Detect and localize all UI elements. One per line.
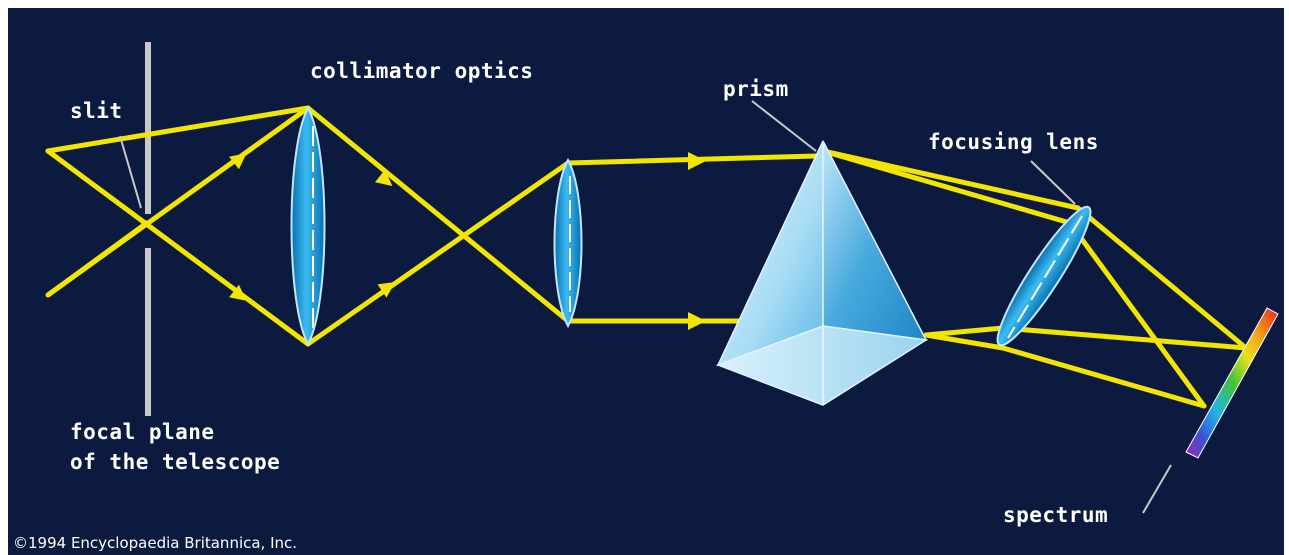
prism-label: prism bbox=[723, 77, 789, 101]
focal-plane-label-line1: focal plane bbox=[70, 420, 215, 444]
arrow-icon bbox=[377, 282, 396, 298]
ray-incoming-lower bbox=[46, 219, 150, 298]
slit-plate-upper bbox=[145, 42, 151, 214]
spectrum-label: spectrum bbox=[1003, 503, 1108, 527]
spectrum-strip bbox=[1185, 307, 1279, 459]
slit-plate bbox=[145, 42, 151, 416]
focusing-lens-label: focusing lens bbox=[928, 130, 1099, 154]
collimator-label: collimator optics bbox=[310, 59, 533, 83]
ray-collimated-lower bbox=[305, 160, 571, 347]
spectrograph-diagram: slit collimator optics prism focusing le… bbox=[13, 42, 1279, 552]
ray-dispersed bbox=[923, 325, 1006, 338]
slit-plate-lower bbox=[145, 248, 151, 416]
prism bbox=[715, 140, 929, 406]
ray-to-spectrum bbox=[1000, 345, 1207, 409]
arrow-icon bbox=[229, 153, 247, 170]
diagram-panel: slit collimator optics prism focusing le… bbox=[8, 8, 1284, 555]
ray-to-spectrum bbox=[1067, 220, 1207, 409]
prism-base bbox=[715, 325, 929, 406]
ray-dispersed bbox=[820, 148, 1081, 211]
ray-incoming-upper bbox=[45, 148, 311, 347]
ray-to-spectrum bbox=[1000, 325, 1249, 351]
ray-to-spectrum bbox=[1075, 205, 1249, 351]
ray-arrows bbox=[229, 152, 706, 330]
focusing-lens-leader bbox=[1030, 160, 1076, 205]
spectrum-strip-icon bbox=[1185, 307, 1279, 459]
ray-collimated-upper bbox=[305, 105, 571, 324]
prism-leader bbox=[751, 100, 817, 152]
lens-axis bbox=[1007, 215, 1083, 339]
focal-plane-label-line2: of the telescope bbox=[70, 450, 280, 474]
slit-label: slit bbox=[70, 99, 123, 123]
ray-incoming-upper bbox=[45, 105, 311, 154]
lens-icon bbox=[553, 157, 583, 329]
small-lens bbox=[553, 157, 583, 329]
focusing-lens bbox=[996, 205, 1092, 347]
arrow-icon bbox=[229, 284, 247, 301]
light-rays bbox=[45, 105, 1249, 409]
slit-leader bbox=[119, 135, 142, 209]
ray-dispersed bbox=[820, 148, 1073, 226]
collimator-lens bbox=[290, 105, 326, 347]
leader-lines bbox=[119, 100, 1172, 514]
spectrum-leader bbox=[1142, 464, 1172, 514]
arrow-icon bbox=[374, 169, 393, 187]
arrow-icon bbox=[688, 312, 706, 330]
copyright-notice: ©1994 Encyclopaedia Britannica, Inc. bbox=[13, 534, 297, 552]
lens-icon bbox=[290, 105, 326, 347]
ray-dispersed bbox=[923, 332, 1006, 351]
arrow-icon bbox=[688, 152, 706, 170]
